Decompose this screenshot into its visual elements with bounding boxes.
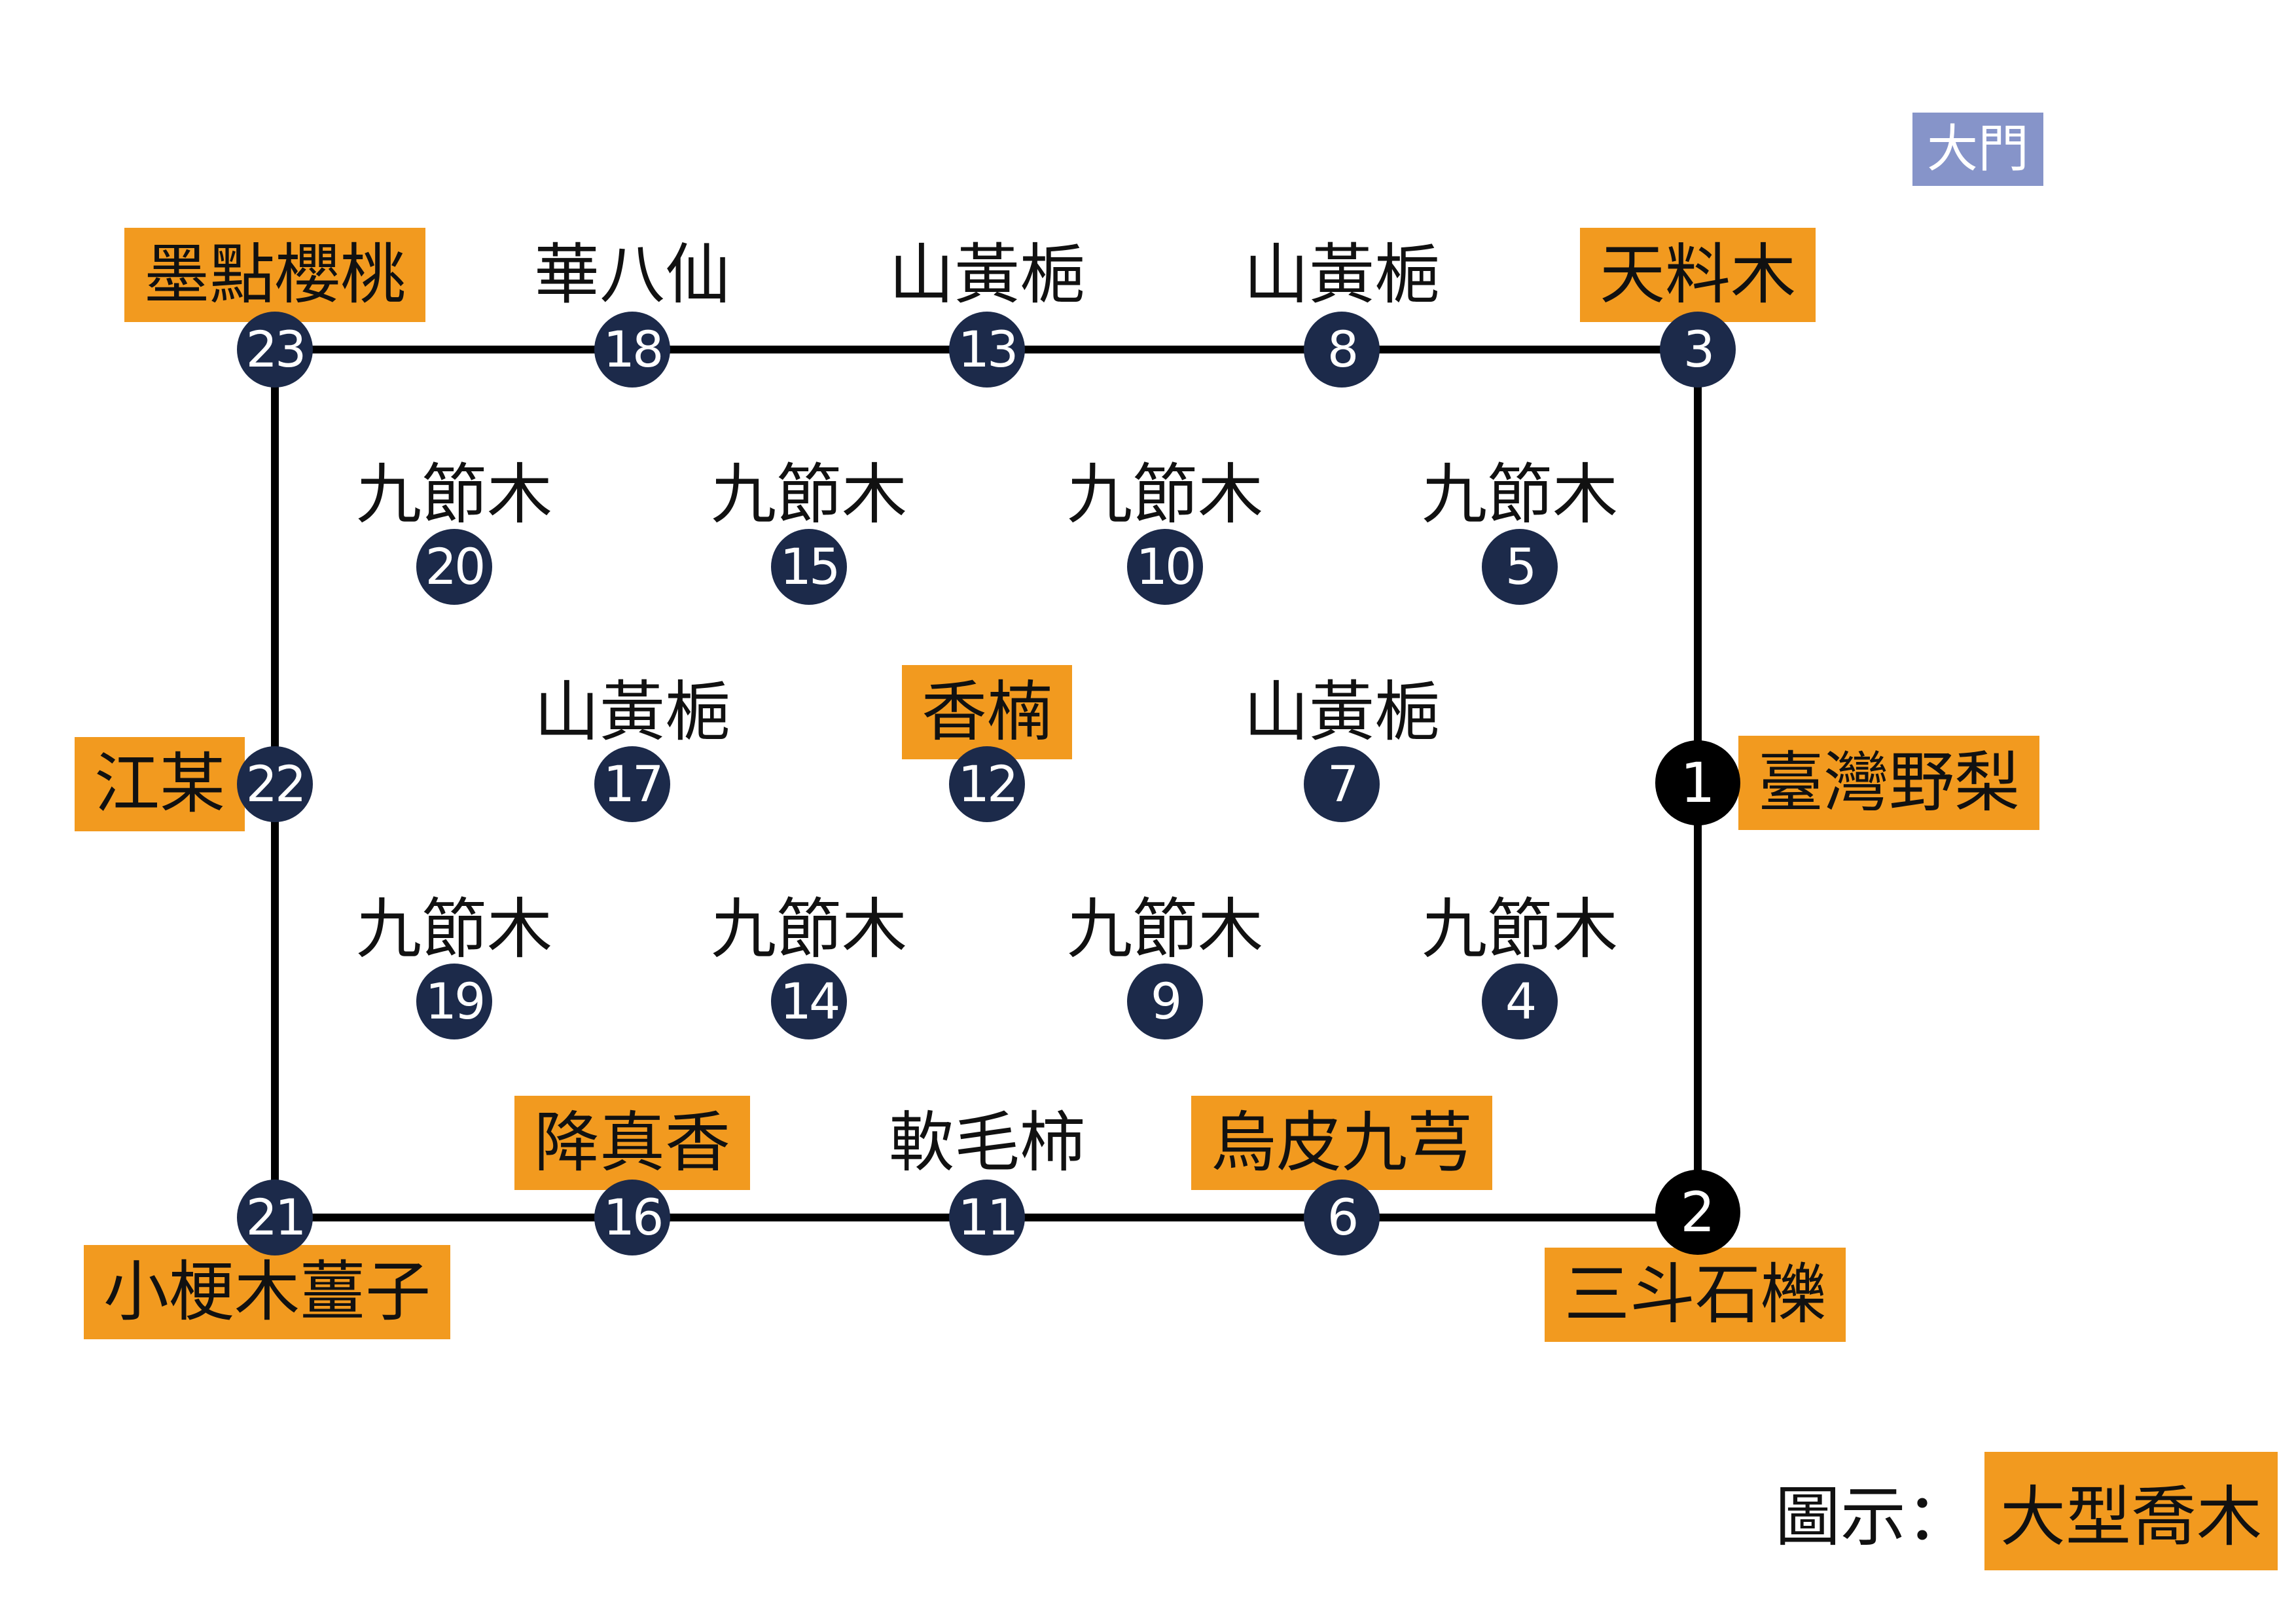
tree-number-21: 21 (237, 1180, 313, 1255)
legend: 圖示： 大型喬木 (1775, 1452, 2278, 1570)
tree-label-8: 山黃梔 (1244, 236, 1440, 313)
tree-number-9: 9 (1127, 964, 1203, 1039)
tree-label-17: 山黃梔 (534, 674, 730, 750)
tree-number-2: 2 (1655, 1170, 1740, 1255)
tree-label-14: 九節木 (711, 891, 907, 967)
tree-label-2: 三斗石櫟 (1545, 1248, 1846, 1342)
tree-label-3: 天料木 (1580, 228, 1816, 322)
tree-label-7: 山黃梔 (1244, 674, 1440, 750)
tree-number-14: 14 (771, 964, 847, 1039)
tree-number-8: 8 (1304, 312, 1380, 388)
gate-label: 大門 (1912, 113, 2043, 186)
tree-number-20: 20 (416, 529, 492, 605)
tree-number-11: 11 (949, 1180, 1025, 1255)
tree-label-23: 墨點櫻桃 (124, 228, 425, 322)
tree-number-15: 15 (771, 529, 847, 605)
tree-number-19: 19 (416, 964, 492, 1039)
tree-label-6: 烏皮九芎 (1191, 1096, 1492, 1190)
tree-number-16: 16 (594, 1180, 670, 1255)
tree-label-13: 山黃梔 (889, 236, 1085, 313)
tree-number-7: 7 (1304, 746, 1380, 822)
tree-label-9: 九節木 (1067, 891, 1263, 967)
tree-label-12: 香楠 (902, 665, 1072, 759)
tree-label-19: 九節木 (356, 891, 552, 967)
tree-number-12: 12 (949, 746, 1025, 822)
tree-number-10: 10 (1127, 529, 1203, 605)
tree-number-6: 6 (1304, 1180, 1380, 1255)
tree-number-23: 23 (237, 312, 313, 388)
legend-prefix: 圖示： (1775, 1479, 1971, 1555)
tree-label-11: 軟毛柿 (889, 1104, 1085, 1181)
tree-label-20: 九節木 (356, 456, 552, 533)
tree-label-1: 臺灣野梨 (1738, 736, 2039, 830)
tree-label-5: 九節木 (1422, 456, 1618, 533)
tree-number-5: 5 (1482, 529, 1558, 605)
tree-label-21: 小梗木薑子 (84, 1245, 450, 1339)
tree-label-18: 華八仙 (534, 236, 730, 313)
legend-key-large-tree: 大型喬木 (1984, 1452, 2278, 1570)
tree-number-22: 22 (237, 746, 313, 822)
tree-label-4: 九節木 (1422, 891, 1618, 967)
tree-number-1: 1 (1655, 740, 1740, 825)
tree-label-22: 江某 (75, 737, 245, 831)
tree-number-3: 3 (1660, 312, 1736, 388)
tree-label-16: 降真香 (514, 1096, 750, 1190)
tree-number-17: 17 (594, 746, 670, 822)
tree-number-13: 13 (949, 312, 1025, 388)
tree-label-15: 九節木 (711, 456, 907, 533)
tree-number-4: 4 (1482, 964, 1558, 1039)
tree-number-18: 18 (594, 312, 670, 388)
tree-label-10: 九節木 (1067, 456, 1263, 533)
